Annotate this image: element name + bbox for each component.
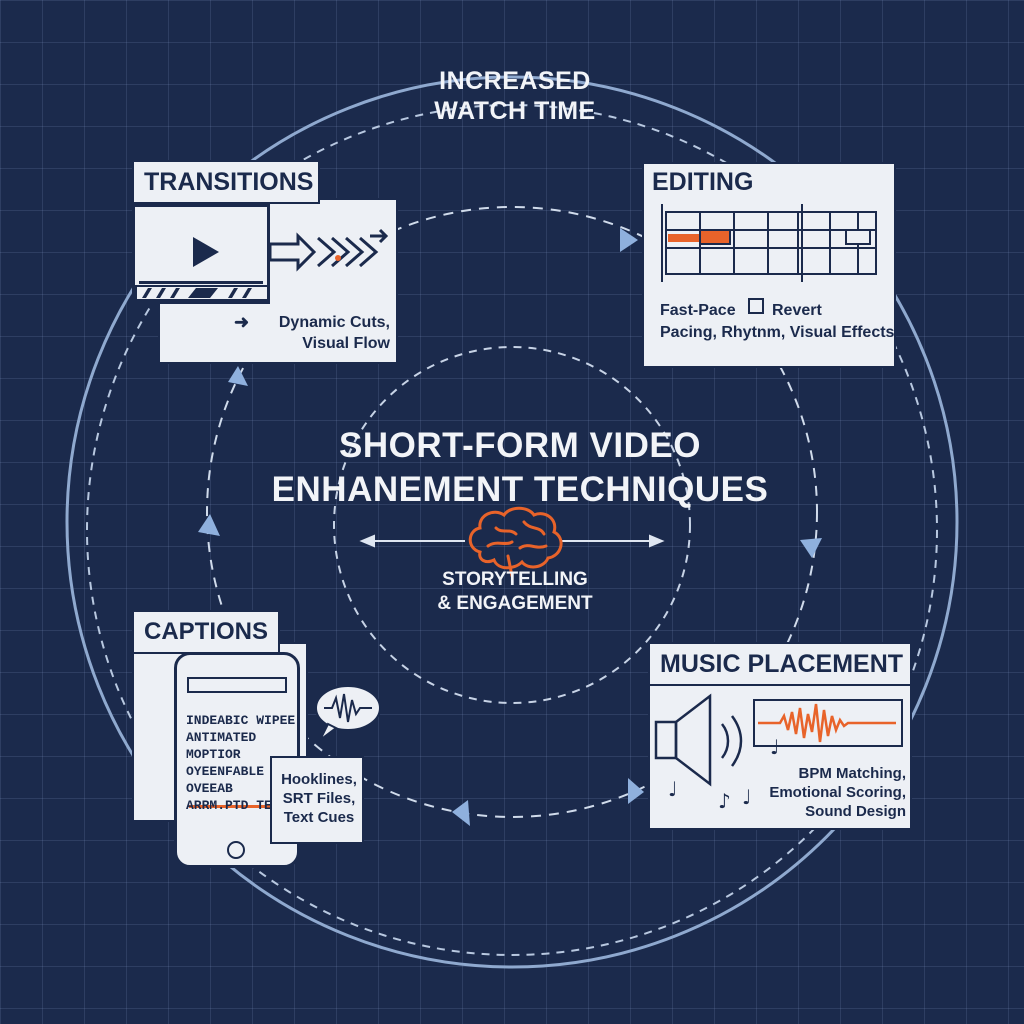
captions-description: Hooklines, SRT Files, Text Cues [276,770,362,827]
arrow-icon [198,514,220,536]
phone-line-1: INDEABIC WIPEE [186,713,296,728]
outer-dashed-ring [86,104,938,956]
speech-bubble-icon [315,685,381,741]
music-graphic: ♩ ♩ ♪ ♩ [654,693,903,813]
arrow-icon [628,778,644,804]
transitions-description: Dynamic Cuts, Visual Flow [230,312,390,354]
center-subtitle: STORYTELLING & ENGAGEMENT [400,568,630,616]
svg-text:♩: ♩ [770,735,779,759]
phone-caption-text: INDEABIC WIPEE ANTIMATED MOPTIOR OYEENFA… [186,712,296,814]
watch-time-label: INCREASED WATCH TIME [410,66,620,126]
play-icon [139,237,263,284]
inner-dashed-ring [333,346,691,704]
watch-time-line-1: INCREASED [439,67,591,95]
arrow-icon [800,538,822,558]
svg-text:♩: ♩ [742,785,751,809]
center-subtitle-line-1: STORYTELLING [442,569,588,590]
music-card [648,680,912,830]
arrow-icon [620,228,638,252]
phone-line-5: OVEEAB [186,781,233,796]
captions-desc-line-3: Text Cues [283,809,355,826]
music-description: BPM Matching, Emotional Scoring, Sound D… [746,764,906,821]
transitions-desc-line-1: Dynamic Cuts, [278,314,390,331]
svg-text:♪: ♪ [718,789,731,813]
center-subtitle-line-2: & ENGAGEMENT [437,593,593,614]
captions-desc-line-2: SRT Files, [282,790,356,807]
transitions-desc-line-2: Visual Flow [302,335,390,352]
captions-info-box [270,756,364,844]
svg-text:♩: ♩ [668,777,677,801]
editing-label-revert: Revert [772,302,822,319]
middle-dashed-ring [206,206,818,818]
transitions-title: TRANSITIONS [132,160,320,204]
center-double-arrow [359,534,665,548]
phone-line-4: OYEENFABLE [186,764,265,779]
watch-time-line-2: WATCH TIME [434,97,596,125]
editing-title: EDITING [652,168,754,196]
music-title: MUSIC PLACEMENT [648,642,912,686]
phone-line-2: ANTIMATED [186,730,257,745]
music-desc-line-3: Sound Design [805,803,906,820]
outer-ring [65,75,959,969]
music-desc-line-2: Emotional Scoring, [769,784,906,801]
center-title-line-1: SHORT-FORM VIDEO [339,426,701,465]
arrow-icon [228,366,248,386]
phone-line-3: MOPTIOR [186,747,241,762]
music-note-icon: ♩ ♩ ♪ ♩ [668,735,779,813]
arrow-icon [452,800,470,826]
transition-graphic [135,228,389,301]
music-desc-line-1: BPM Matching, [798,765,907,782]
center-title-line-2: ENHANEMENT TECHNIQUES [271,470,769,509]
arrow-icon: ➜ [234,312,250,332]
waveform-icon [753,699,903,747]
captions-desc-line-1: Hooklines, [281,771,357,788]
captions-title: CAPTIONS [132,610,280,654]
editing-description: Pacing, Rhytnm, Visual Effects [660,324,895,341]
editing-label-fastpace: Fast-Pace [660,302,736,319]
phone-line-6: ARRM.PTD TEXT [186,798,288,813]
revert-icon [748,298,764,314]
brain-icon [468,506,563,578]
speaker-icon [654,693,743,787]
cycle-arrows [198,228,822,826]
center-title: SHORT-FORM VIDEO ENHANEMENT TECHNIQUES [250,424,790,512]
timeline-graphic [661,204,877,282]
